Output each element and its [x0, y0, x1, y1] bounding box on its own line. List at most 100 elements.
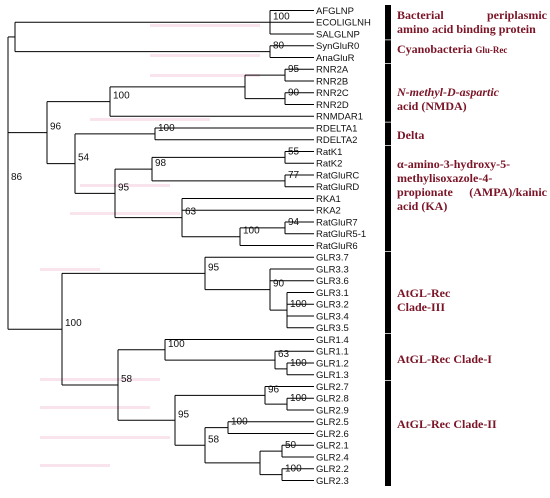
leaf-label: RKA2 [316, 206, 341, 217]
group-label-nmda: N-methyl-D-aspartic acid (NMDA) [397, 85, 547, 113]
tree-branches [7, 10, 314, 481]
bootstrap-label: 58 [121, 374, 133, 385]
leaf-label: RNR2D [316, 100, 349, 111]
group-label-ampa-ka: α-amino-3-hydroxy-5-methylisoxazole-4-pr… [397, 157, 547, 213]
bootstrap-label: 55 [288, 146, 300, 157]
leaf-label: RDELTA2 [316, 135, 357, 146]
leaf-label: GLR1.2 [316, 358, 349, 369]
leaf-label: GLR2.2 [316, 464, 349, 475]
leaf-label: GLR2.7 [316, 382, 349, 393]
watermark-trace [40, 406, 150, 409]
leaf-label: RatGluR6 [316, 241, 358, 252]
group-bar [385, 5, 391, 40]
bootstrap-label: 96 [268, 384, 280, 395]
bootstrap-label: 50 [285, 440, 297, 451]
group-label-delta-text: Delta [397, 128, 425, 142]
leaf-label: GLR2.9 [316, 405, 349, 416]
group-label-clade-iii: AtGL-Rec Clade-III [397, 286, 450, 314]
bootstrap-label: 95 [178, 409, 190, 420]
leaf-label: GLR3.1 [316, 288, 349, 299]
bootstrap-label: 86 [11, 172, 23, 183]
bootstrap-label: 63 [278, 349, 290, 360]
leaf-label: RatGluR5-1 [316, 229, 366, 240]
leaf-label: GLR3.7 [316, 253, 349, 264]
group-bar [385, 251, 391, 334]
group-label-bacterial-line1: Bacterial periplasmic [397, 8, 547, 22]
watermark-trace [150, 74, 260, 77]
leaf-label: GLR1.1 [316, 347, 349, 358]
group-label-clade-i: AtGL-Rec Clade-I [397, 352, 492, 366]
watermark-trace [40, 268, 100, 271]
watermark-text-layer [40, 24, 260, 467]
group-label-bacterial-line2: amino acid binding protein [397, 22, 536, 36]
group-bar [385, 40, 391, 63]
bootstrap-label: 100 [243, 226, 260, 237]
bootstrap-label: 90 [273, 279, 285, 290]
leaf-label: GLR2.8 [316, 394, 349, 405]
bootstrap-label: 77 [288, 170, 300, 181]
leaf-label: RDELTA1 [316, 123, 357, 134]
leaf-label: RNR2C [316, 88, 349, 99]
bootstrap-label: 95 [288, 64, 300, 75]
watermark-trace [70, 212, 180, 215]
group-label-delta: Delta [397, 128, 424, 142]
leaf-label: AnaGluR [316, 53, 355, 64]
group-label-nmda-line1: N-methyl-D-aspartic [397, 85, 499, 99]
bootstrap-label: 100 [231, 417, 248, 428]
bootstrap-label: 95 [118, 182, 130, 193]
bootstrap-label: 94 [288, 217, 300, 228]
leaf-label: GLR3.4 [316, 311, 349, 322]
group-label-clade-iii-line1: AtGL-Rec [397, 286, 451, 300]
leaf-label: GLR2.6 [316, 429, 349, 440]
group-label-nmda-line2: acid (NMDA) [397, 99, 467, 113]
watermark-trace [40, 464, 110, 467]
group-label-cyanobacteria-sub: Glu-Rec [475, 45, 508, 55]
bootstrap-values: 1008095901001005577989410063955496100909… [11, 11, 307, 474]
leaf-label: RatK2 [316, 159, 342, 170]
leaf-label: RatGluR7 [316, 217, 358, 228]
group-label-clade-ii-text: AtGL-Rec Clade-II [397, 417, 497, 431]
watermark-trace [90, 118, 210, 121]
leaf-label: ECOLIGLNH [316, 18, 371, 29]
leaf-label: GLR2.5 [316, 417, 349, 428]
bootstrap-label: 58 [208, 434, 220, 445]
leaf-label: GLR3.6 [316, 276, 349, 287]
leaf-label: GLR2.4 [316, 452, 349, 463]
leaf-label: SALGLNP [316, 29, 360, 40]
leaf-label: GLR3.3 [316, 264, 349, 275]
bootstrap-label: 100 [168, 339, 185, 350]
bootstrap-label: 100 [65, 318, 82, 329]
leaf-label: RKA1 [316, 194, 341, 205]
leaf-label: RatGluRC [316, 170, 359, 181]
group-bars [385, 5, 391, 486]
bootstrap-label: 100 [113, 91, 130, 102]
bootstrap-label: 95 [208, 262, 220, 273]
group-bar [385, 63, 391, 122]
group-label-clade-i-text: AtGL-Rec Clade-I [397, 352, 492, 366]
bootstrap-label: 90 [288, 88, 300, 99]
leaf-label: RatGluRD [316, 182, 359, 193]
group-bar [385, 334, 391, 381]
leaf-label: GLR2.1 [316, 441, 349, 452]
leaf-label: GLR3.5 [316, 323, 349, 334]
bootstrap-label: 96 [50, 122, 62, 133]
bootstrap-label: 54 [78, 153, 90, 164]
group-bar [385, 122, 391, 146]
group-bar [385, 146, 391, 251]
group-label-ampa-ka-text: α-amino-3-hydroxy-5-methylisoxazole-4-pr… [397, 157, 547, 213]
watermark-trace [80, 184, 170, 187]
group-label-clade-iii-line2: Clade-III [397, 300, 446, 314]
group-label-clade-ii: AtGL-Rec Clade-II [397, 417, 497, 431]
leaf-label: SynGluR0 [316, 41, 359, 52]
group-label-bacterial: Bacterial periplasmic amino acid binding… [397, 8, 547, 36]
leaf-label: AFGLNP [316, 6, 354, 17]
bootstrap-label: 98 [155, 158, 167, 169]
bootstrap-label: 63 [185, 207, 197, 218]
bootstrap-label: 100 [290, 358, 307, 369]
leaf-label: GLR1.3 [316, 370, 349, 381]
leaf-label: GLR1.4 [316, 335, 349, 346]
group-label-cyanobacteria: Cyanobacteria Glu-Rec [397, 42, 507, 57]
bootstrap-label: 100 [290, 299, 307, 310]
